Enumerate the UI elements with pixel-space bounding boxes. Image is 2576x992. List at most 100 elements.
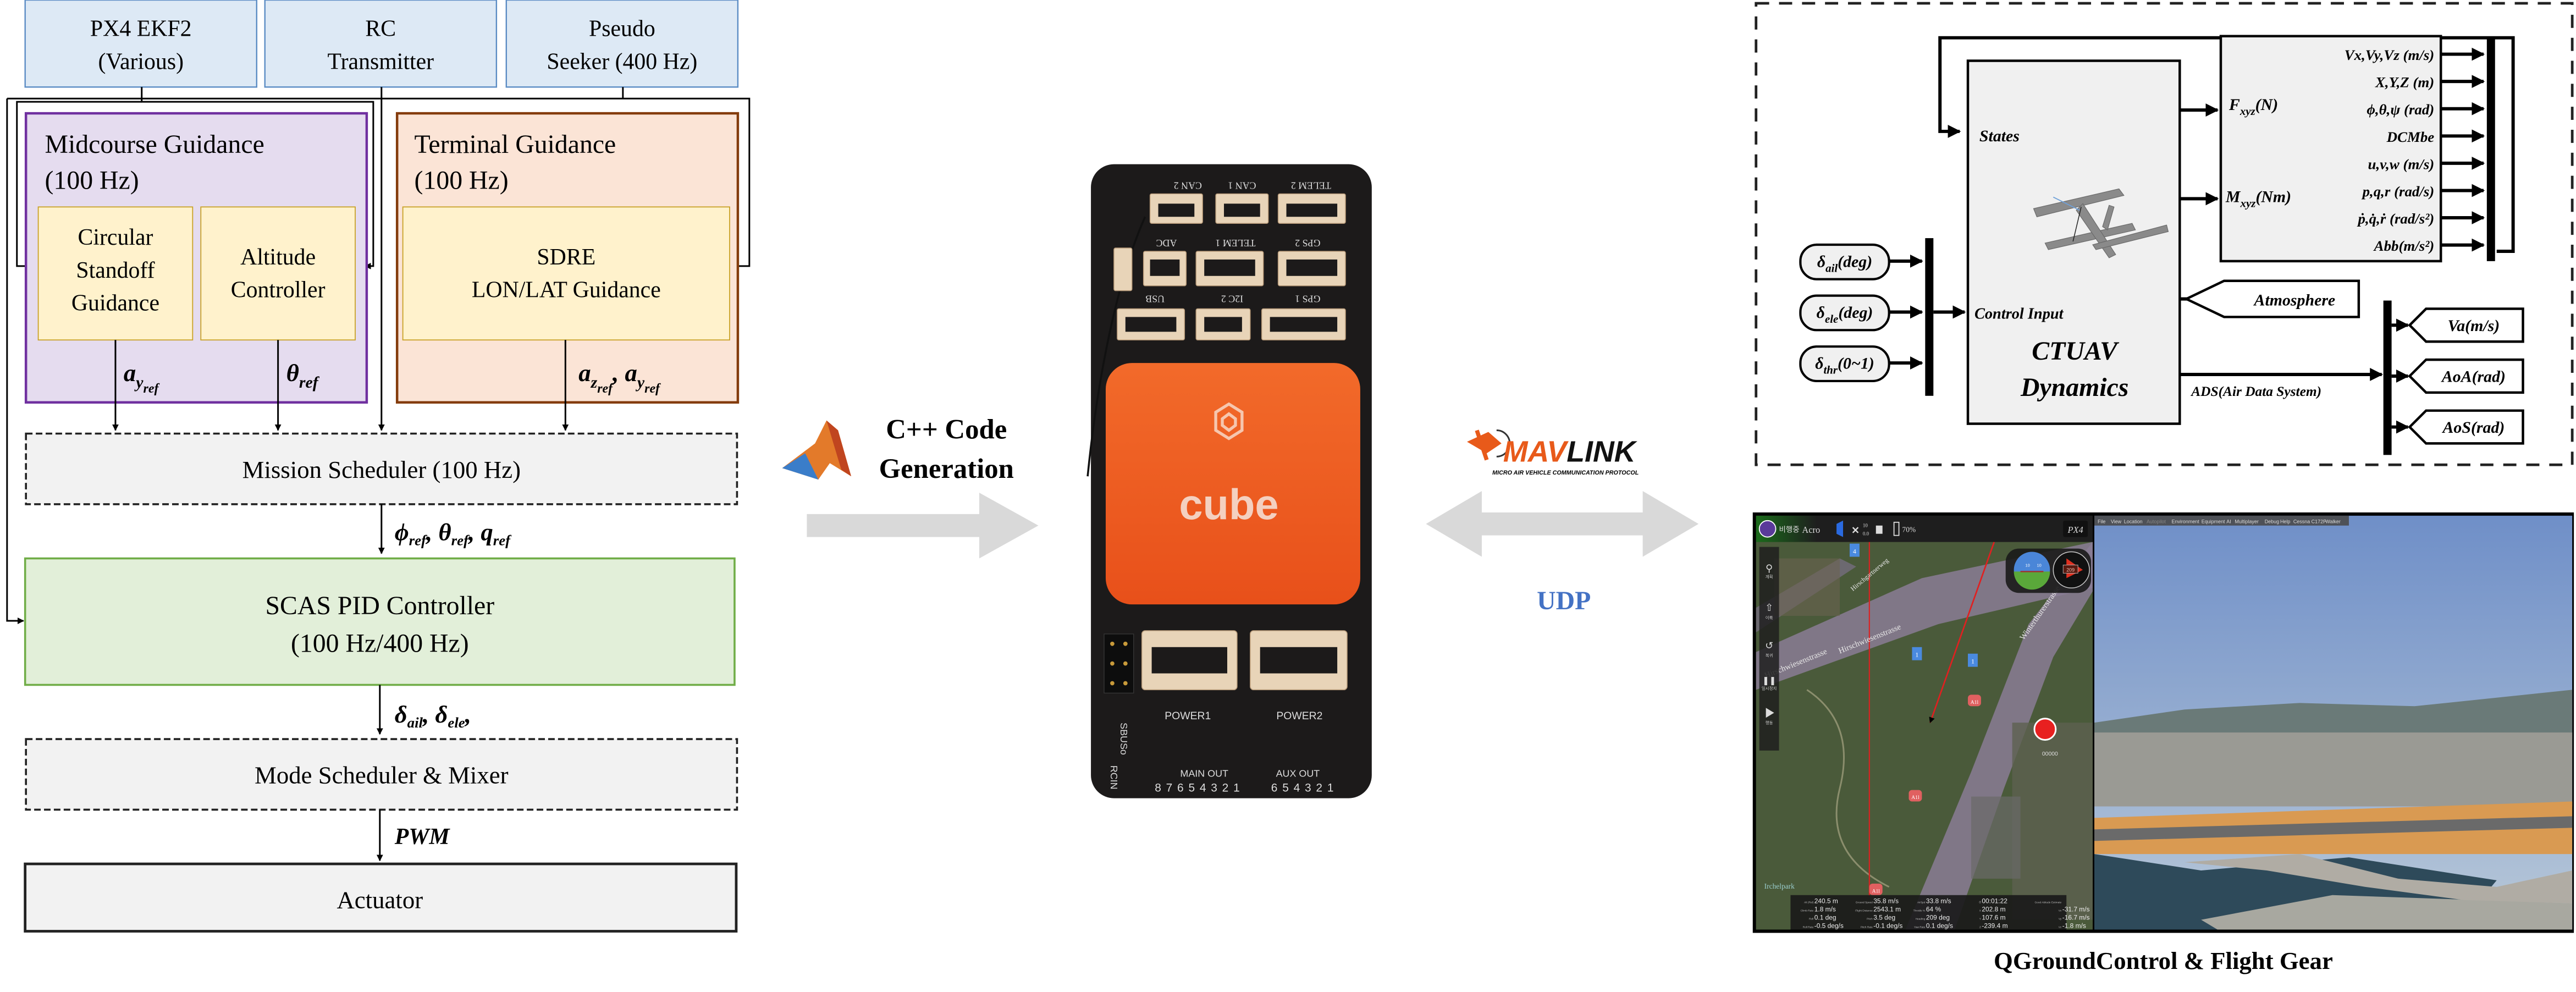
tool-plan[interactable]: 계획 bbox=[1766, 574, 1773, 579]
port-label-gps1: GPS 1 bbox=[1295, 294, 1320, 305]
midcourse-guidance-block: Midcourse Guidance (100 Hz) Circular Sta… bbox=[24, 112, 368, 404]
scas-pid-controller-block: SCAS PID Controller (100 Hz/400 Hz) bbox=[24, 557, 736, 686]
return-icon[interactable]: ↺ bbox=[1765, 640, 1773, 651]
takeoff-icon[interactable]: ⇧ bbox=[1765, 602, 1773, 613]
fg-menu-environment[interactable]: Environment bbox=[2172, 519, 2200, 525]
telemetry-item: Good Attitude Estimate bbox=[2035, 901, 2062, 905]
mavlink-wordmark: MAVLINK bbox=[1503, 435, 1638, 468]
gps-satellites: 10 bbox=[1863, 523, 1868, 528]
rc-icon[interactable] bbox=[1876, 525, 1883, 534]
attitude-tick-2: 10 bbox=[2037, 563, 2041, 567]
telemetry-item: Throttle %64 % bbox=[1913, 906, 1941, 913]
fg-menu-autopilot[interactable]: Autopilot bbox=[2147, 519, 2166, 525]
megaphone-icon[interactable] bbox=[1836, 520, 1844, 537]
midcourse-title: Midcourse Guidance bbox=[45, 130, 264, 159]
tool-takeoff[interactable]: 이륙 bbox=[1766, 615, 1773, 620]
fg-menu-help[interactable]: Help bbox=[2280, 519, 2290, 525]
ads-mux-bar bbox=[2383, 300, 2392, 455]
pwm-label: PWM bbox=[394, 824, 451, 850]
attitude-tick-1: 10 bbox=[2026, 563, 2030, 567]
antenna-wire bbox=[1086, 216, 1146, 477]
fg-menu-ai[interactable]: AI bbox=[2226, 519, 2231, 525]
tool-action[interactable]: 행동 bbox=[1766, 720, 1773, 725]
telemetry-key: AirSpd bbox=[1917, 901, 1926, 905]
altitude-controller-block: Altitude Controller bbox=[200, 206, 356, 341]
ay-ref-label: ayref bbox=[124, 359, 160, 396]
source-rc-transmitter: RC Transmitter bbox=[264, 0, 498, 88]
simulink-output-2: ϕ,θ,ψ (rad) bbox=[2367, 101, 2434, 118]
flight-status[interactable]: 비행중 bbox=[1779, 526, 1800, 534]
codegen-arrow-icon bbox=[807, 493, 1039, 559]
actuator-label: Actuator bbox=[337, 886, 423, 914]
waterfront-buildings bbox=[2185, 854, 2573, 903]
port-label-gps2: GPS 2 bbox=[1295, 238, 1320, 249]
waypoint-1b: 1 bbox=[1971, 658, 1974, 665]
flight-mode[interactable]: Acro bbox=[1802, 525, 1820, 535]
telemetry-value: 0.1 deg/s bbox=[1926, 922, 1953, 930]
fg-menu-location[interactable]: Location bbox=[2124, 519, 2143, 525]
source-seeker-line1: Pseudo bbox=[589, 16, 655, 42]
cube-brand-label: cube bbox=[1179, 481, 1278, 528]
atmosphere-block bbox=[2183, 279, 2360, 318]
ads-label: ADS(Air Data System) bbox=[2190, 384, 2321, 399]
fg-menu-file[interactable]: File bbox=[2098, 519, 2105, 525]
telemetry-value: 202.8 m bbox=[1982, 906, 2005, 913]
telemetry-key: Vz bbox=[2059, 926, 2062, 929]
city-blocks bbox=[2201, 895, 2573, 930]
telemetry-value: -1.8 m/s bbox=[2062, 922, 2086, 930]
terminal-title: Terminal Guidance bbox=[415, 130, 616, 159]
simulink-ctuav-model: States Control Input CTUAV Dynamics Fxyz… bbox=[1755, 2, 2574, 466]
telemetry-value: 3.5 deg bbox=[1873, 914, 1895, 922]
ads-output-list: Va(m/s)AoA(rad)AoS(rad) bbox=[2391, 307, 2524, 445]
main-out-label: MAIN OUT bbox=[1180, 768, 1228, 779]
sdre-guidance-block: SDRE LON/LAT Guidance bbox=[402, 206, 730, 341]
telemetry-item: Roll Rate-0.5 deg/s bbox=[1803, 922, 1844, 930]
ads-output-label-2: AoS(rad) bbox=[2442, 418, 2505, 437]
fg-menu-walker[interactable]: Walker bbox=[2325, 519, 2341, 525]
fg-menu-view[interactable]: View bbox=[2111, 519, 2122, 525]
aircraft-model-icon bbox=[2033, 188, 2169, 258]
guidance-block-diagram: PX4 EKF2 (Various) RC Transmitter Pseudo… bbox=[6, 0, 751, 933]
source-pseudo-seeker: Pseudo Seeker (400 Hz) bbox=[505, 0, 739, 88]
fg-menu-equipment[interactable]: Equipment bbox=[2202, 519, 2225, 525]
simulink-output-7: Abb(m/s²) bbox=[2373, 238, 2435, 254]
scas-line2: (100 Hz/400 Hz) bbox=[291, 629, 469, 658]
simulink-output-4: u,v,w (m/s) bbox=[2368, 156, 2435, 172]
fg-menu-debug[interactable]: Debug bbox=[2265, 519, 2279, 525]
pause-icon[interactable]: ❚❚ bbox=[1762, 676, 1776, 685]
guidance-output-arrows bbox=[112, 340, 569, 431]
port-label-can1: CAN 1 bbox=[1228, 180, 1256, 191]
qgroundcontrol-window: 00000 Hirschwiesenstrasse Hirschwiesenst… bbox=[1756, 515, 2093, 930]
bidirectional-arrow-icon bbox=[1426, 491, 1699, 557]
telemetry-value: -31.7 m/s bbox=[2062, 906, 2090, 913]
attitude-ref-label: ϕref, θref, qref bbox=[395, 519, 512, 549]
aux-out-pins: 6 5 4 3 2 1 bbox=[1271, 782, 1334, 795]
plan-icon[interactable]: ⚲ bbox=[1766, 563, 1773, 574]
mission-scheduler-block: Mission Scheduler (100 Hz) bbox=[25, 432, 738, 505]
telemetry-key: Alt (Rel) bbox=[1804, 901, 1814, 905]
battery-icon[interactable] bbox=[1893, 521, 1900, 536]
fg-menu-multiplayer[interactable]: Multiplayer bbox=[2235, 519, 2259, 525]
ads-output-block-0 bbox=[2408, 307, 2524, 343]
port-label-adc: ADC bbox=[1156, 238, 1177, 249]
road-sign-a1l-2: A1l bbox=[1911, 795, 1919, 801]
simulink-output-5: p,q,r (rad/s) bbox=[2362, 183, 2435, 200]
tool-pause[interactable]: 일시정지 bbox=[1762, 685, 1777, 691]
atmosphere-label: Atmosphere bbox=[2253, 291, 2336, 310]
qgc-logo-icon[interactable] bbox=[1758, 520, 1777, 538]
runway bbox=[2094, 816, 2573, 841]
gps-icon[interactable]: ✕ bbox=[1851, 525, 1860, 536]
telemetry-key: Throttle % bbox=[1913, 910, 1926, 913]
telemetry-item: ⏱00:01:22 bbox=[1979, 897, 2007, 905]
codegen-line2: Generation bbox=[879, 453, 1014, 484]
play-icon[interactable] bbox=[1766, 708, 1774, 718]
simulink-output-6: ṗ,q̇,ṙ (rad/s²) bbox=[2357, 210, 2435, 227]
tool-return[interactable]: 복귀 bbox=[1766, 653, 1773, 658]
fg-menu-cessna-c172p[interactable]: Cessna C172P bbox=[2293, 519, 2326, 525]
cube-hex-logo-icon bbox=[1214, 402, 1244, 440]
